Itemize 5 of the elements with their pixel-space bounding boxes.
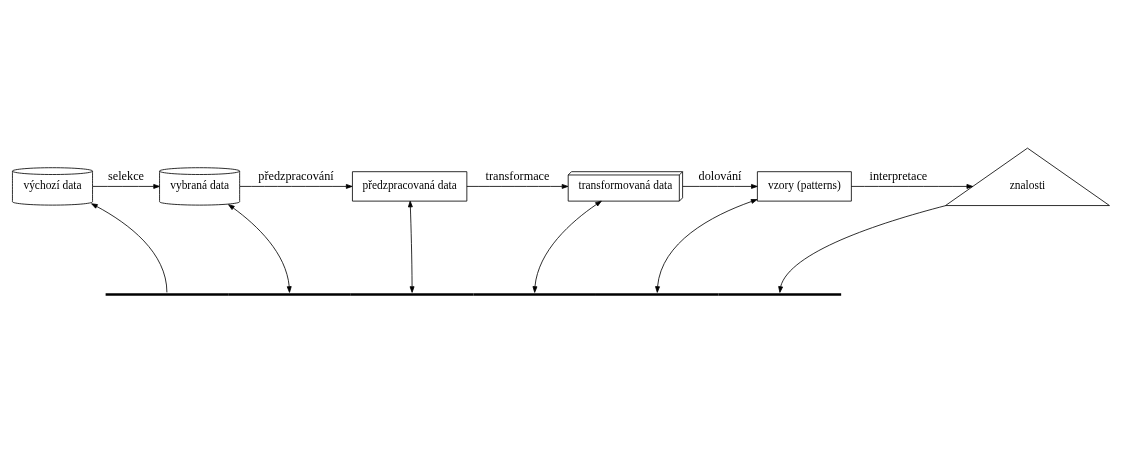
edge-label: transformace	[485, 168, 550, 183]
edge-label: selekce	[108, 168, 145, 183]
edge-label: dolování	[698, 168, 742, 183]
edge-label: předzpracování	[258, 168, 334, 183]
edge-label: interpretace	[869, 168, 928, 183]
